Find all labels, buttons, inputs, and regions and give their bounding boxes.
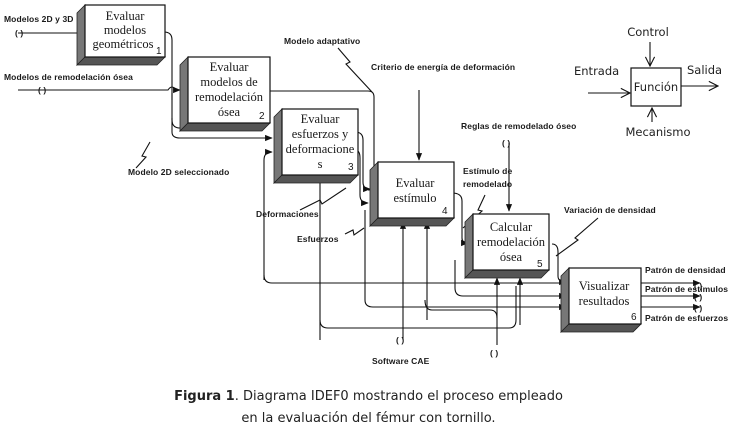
leader-stresses	[344, 227, 365, 236]
arrow-feedback-box3	[263, 148, 273, 280]
box-1-title-l2: modelos	[104, 23, 146, 37]
legend-function-label: Función	[634, 80, 678, 94]
label-input-remodel: Modelos de remodelación ósea	[4, 72, 133, 82]
box-5-title-l1: Calcular	[490, 220, 533, 234]
caption-line-1: Figura 1. Diagrama IDEF0 mostrando el pr…	[0, 386, 737, 408]
box-5: Calcular remodelación ósea 5	[464, 213, 550, 279]
label-stresses: Esfuerzos	[297, 234, 339, 244]
box-6-title-l2: resultados	[579, 294, 630, 308]
leader-selected-model	[135, 141, 151, 169]
box-6-title-l1: Visualizar	[579, 279, 630, 293]
tunnel-mark-input1: ( )	[15, 28, 23, 38]
arrow-labels: Modelos 2D y 3D Modelos de remodelación …	[4, 14, 728, 366]
box-4-title-l1: Evaluar	[396, 176, 436, 190]
box-5-title-l3: ósea	[500, 250, 523, 264]
box-4-title-l2: estímulo	[393, 191, 436, 205]
box-6-number: 6	[631, 312, 637, 323]
box-1: Evaluar modelos geométricos 1	[76, 4, 166, 66]
arrow-box1-output	[163, 31, 181, 129]
label-out-stress: Patrón de esfuerzos	[645, 313, 728, 323]
box-3-number: 3	[348, 162, 354, 173]
tunnel-mark-software: ( )	[396, 335, 404, 345]
box-2-title-l1: Evaluar	[210, 60, 250, 74]
caption-line-2: en la evaluación del fémur con tornillo.	[241, 411, 496, 426]
label-out-stimulus: Patrón de estímulos	[645, 284, 728, 294]
box-3-title-l2: esfuerzos y	[292, 127, 349, 141]
box-6: Visualizar resultados 6	[560, 267, 642, 333]
bus-software-loop-2	[424, 299, 498, 319]
box-3-title-l1: Evaluar	[301, 112, 341, 126]
box-5-title-l2: remodelación	[477, 235, 546, 249]
box-2-title-l3: remodelación	[195, 90, 264, 104]
tunnel-mark-out3: ( )	[694, 303, 702, 313]
label-out-density: Patrón de densidad	[645, 265, 726, 275]
tunnel-mark-input2: ( )	[38, 85, 46, 95]
label-deformations: Deformaciones	[256, 209, 319, 219]
label-selected-model: Modelo 2D seleccionado	[128, 167, 229, 177]
tunnel-mark-rules: ( )	[502, 138, 510, 148]
box-4: Evaluar estímulo 4	[369, 161, 455, 227]
legend-control-label: Control	[627, 25, 669, 39]
box-1-title-l1: Evaluar	[106, 9, 146, 23]
label-adaptive-model: Modelo adaptativo	[284, 36, 360, 46]
bus-line-1	[263, 274, 562, 284]
label-input-models: Modelos 2D y 3D	[4, 14, 74, 24]
figure-caption: Figura 1. Diagrama IDEF0 mostrando el pr…	[0, 386, 737, 430]
label-remodel-rules: Reglas de remodelado óseo	[461, 121, 576, 131]
box-1-number: 1	[156, 46, 162, 57]
box-3: Evaluar esfuerzos y deformacione s 3	[273, 108, 359, 184]
bus-software-loop	[319, 286, 517, 329]
label-stimulus-l1: Estímulo de	[463, 166, 512, 176]
box-2-number: 2	[259, 111, 265, 122]
box-2-title-l2: modelos de	[200, 75, 258, 89]
caption-figure-label: Figura 1	[174, 389, 235, 404]
box-3-title-l3: deformacione	[286, 142, 355, 156]
bus-line-2	[454, 260, 567, 300]
legend-input-label: Entrada	[574, 64, 619, 78]
arrow-deformations	[354, 131, 371, 193]
box-5-number: 5	[537, 259, 543, 270]
box-3-title-l4: s	[318, 157, 323, 171]
caption-line-1-text: . Diagrama IDEF0 mostrando el proceso em…	[234, 389, 563, 404]
bus-line-3	[364, 210, 567, 311]
legend-mechanism-label: Mecanismo	[625, 125, 690, 139]
tunnel-mark-out2: ( )	[694, 292, 702, 302]
idef0-legend: Función Control Entrada Salida Mecanismo	[574, 25, 722, 139]
connections	[18, 29, 701, 345]
box-1-title-l3: geométricos	[92, 37, 153, 51]
leader-adaptive-model	[337, 47, 373, 93]
box-2: Evaluar modelos de remodelación ósea 2	[179, 56, 271, 132]
box-2-title-l4: ósea	[218, 105, 241, 119]
box-4-number: 4	[442, 206, 448, 217]
tunnel-mark-mech: ( )	[490, 348, 498, 358]
label-density-variation: Variación de densidad	[564, 205, 656, 215]
leader-deformations	[299, 187, 347, 211]
label-software: Software CAE	[372, 356, 430, 366]
tunnel-marks: ( ) ( ) ( ) ( ) ( ) ( ) ( ) ( )	[15, 28, 702, 358]
tunnel-mark-out1: ( )	[694, 281, 702, 291]
label-stimulus-l2: remodelado	[463, 179, 512, 189]
arrow-selected-model	[171, 118, 273, 142]
leader-density	[555, 217, 599, 257]
legend-output-label: Salida	[687, 63, 722, 77]
legend-function-box	[630, 67, 682, 107]
label-energy-criterion: Criterio de energía de deformación	[371, 62, 515, 72]
